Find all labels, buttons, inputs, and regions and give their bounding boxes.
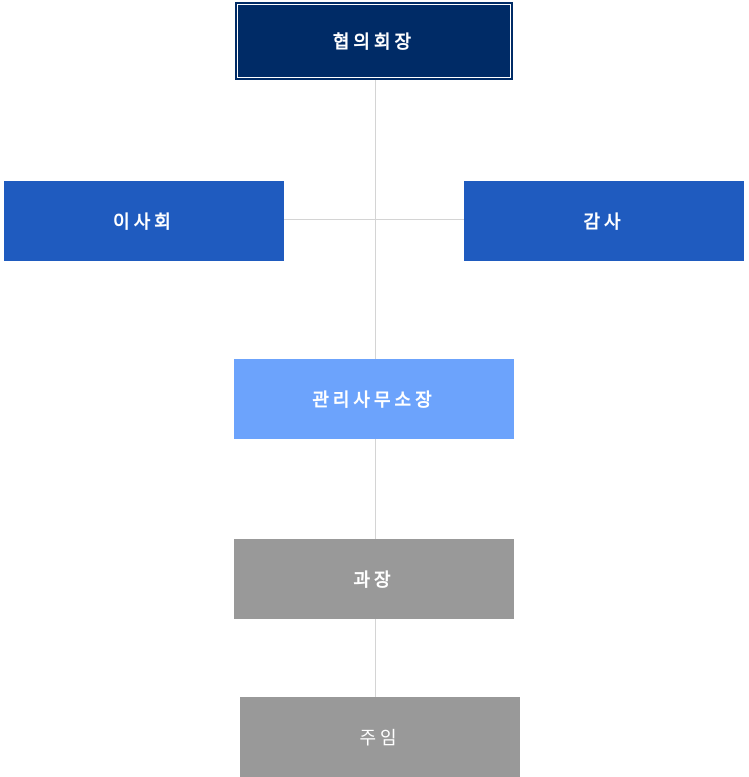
connector-section-chief-to-staff: [375, 619, 376, 697]
node-president-label: 협의회장: [332, 32, 416, 53]
node-section-chief: 과장: [234, 539, 514, 619]
node-board: 이사회: [4, 181, 284, 261]
node-president: 협의회장: [235, 2, 513, 80]
node-staff: 주임: [240, 697, 520, 777]
node-office-manager: 관리사무소장: [234, 359, 514, 439]
node-section-chief-label: 과장: [353, 570, 395, 591]
node-audit: 감사: [464, 181, 744, 261]
node-staff-label: 주임: [359, 728, 401, 749]
node-audit-label: 감사: [583, 212, 625, 233]
node-office-manager-label: 관리사무소장: [312, 390, 436, 411]
connector-board-audit: [284, 219, 464, 220]
connector-manager-to-section-chief: [375, 439, 376, 539]
node-board-label: 이사회: [113, 212, 175, 233]
